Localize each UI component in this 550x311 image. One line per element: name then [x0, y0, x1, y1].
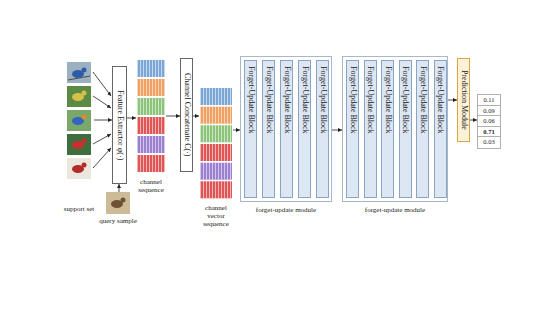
support-image: [67, 86, 91, 107]
image-group: query sample: [106, 192, 130, 214]
channel-bars: [137, 60, 165, 172]
score-value: 0.71: [483, 129, 494, 136]
image-group: channel vector sequence: [199, 88, 233, 200]
forget-update-block: Forget-Update Block: [364, 60, 377, 198]
box-label: Forget-Update Block: [401, 66, 410, 134]
forget-update-block: Forget-Update Block: [381, 60, 394, 198]
score-value: 0.06: [483, 118, 494, 125]
box-label: Forget-Update Block: [318, 66, 327, 134]
caption-label: channel sequence: [132, 178, 170, 194]
box-label: Feature Extractor φ(·): [115, 90, 124, 160]
arrow: [93, 134, 111, 144]
forget-update-block: Forget-Update Block: [280, 60, 293, 198]
flow-arrow: [448, 100, 457, 101]
prediction-box: Prediction Module: [457, 58, 470, 142]
forget-update-block: Forget-Update Block: [316, 60, 329, 198]
channel-vector-bars: [200, 88, 232, 198]
forget-update-block: Forget-Update Block: [262, 60, 275, 198]
score-value: 0.09: [483, 108, 494, 115]
forget-update-block: Forget-Update Block: [434, 60, 447, 198]
arrow: [93, 96, 111, 108]
bird-head: [82, 68, 87, 73]
bird-head: [121, 198, 126, 203]
query-image: [106, 192, 130, 214]
photo: [67, 134, 91, 155]
flow-arrow: [119, 184, 120, 192]
photo: [67, 110, 91, 131]
band-stripes: [200, 88, 232, 198]
box-label: Forget-Update Block: [348, 66, 357, 134]
box-label: Forget-Update Block: [418, 66, 427, 134]
band-stripes: [137, 60, 165, 172]
photo: [67, 62, 91, 83]
flow-arrow: [470, 120, 477, 121]
box-label: Forget-Update Block: [300, 66, 309, 134]
forget-update-block: Forget-Update Block: [346, 60, 359, 198]
box-label: Channel Concatenate C(·): [182, 73, 191, 157]
caption-label: support set: [64, 205, 95, 213]
photo: [67, 158, 91, 179]
caption-label: query sample: [99, 217, 137, 225]
flow-arrow: [193, 116, 199, 117]
image-group: channel sequence: [136, 60, 166, 174]
score-value: 0.03: [483, 139, 494, 146]
bird-head: [82, 163, 87, 168]
box-label: Forget-Update Block: [366, 66, 375, 134]
forget-update-block: Forget-Update Block: [399, 60, 412, 198]
support-image: [67, 158, 91, 179]
box-label: Forget-Update Block: [264, 66, 273, 134]
support-image: [67, 110, 91, 131]
bird-head: [82, 115, 87, 120]
flow-arrow: [94, 120, 112, 121]
module-frame: forget-update moduleForget-Update BlockF…: [240, 56, 332, 202]
caption-label: channel vector sequence: [199, 204, 233, 228]
box-label: Prediction Module: [459, 70, 468, 130]
forget-update-block: Forget-Update Block: [416, 60, 429, 198]
score-cell: 0.03: [477, 136, 501, 149]
forget-update-block: Forget-Update Block: [298, 60, 311, 198]
caption-label: forget-update module: [365, 206, 425, 214]
arrow: [93, 72, 111, 96]
score-value: 0.11: [483, 97, 494, 104]
flow-arrow: [127, 118, 136, 119]
photo: [67, 86, 91, 107]
flow-arrow: [166, 116, 180, 117]
process-box: Feature Extractor φ(·): [112, 66, 127, 184]
process-box: Channel Concatenate C(·): [180, 58, 193, 172]
photo: [106, 192, 130, 214]
box-label: Forget-Update Block: [282, 66, 291, 134]
image-group: support set: [64, 60, 94, 181]
module-frame: forget-update moduleForget-Update BlockF…: [342, 56, 448, 202]
flow-arrow: [332, 130, 342, 131]
forget-update-block: Forget-Update Block: [244, 60, 257, 198]
box-label: Forget-Update Block: [436, 66, 445, 134]
caption-label: forget-update module: [256, 206, 316, 214]
support-image: [67, 62, 91, 83]
arrow: [93, 148, 111, 168]
box-label: Forget-Update Block: [246, 66, 255, 134]
support-image: [67, 134, 91, 155]
image-arrows: [93, 72, 111, 168]
flow-arrow: [233, 130, 240, 131]
box-label: Forget-Update Block: [383, 66, 392, 134]
bird-head: [82, 139, 87, 144]
bird-head: [82, 91, 87, 96]
